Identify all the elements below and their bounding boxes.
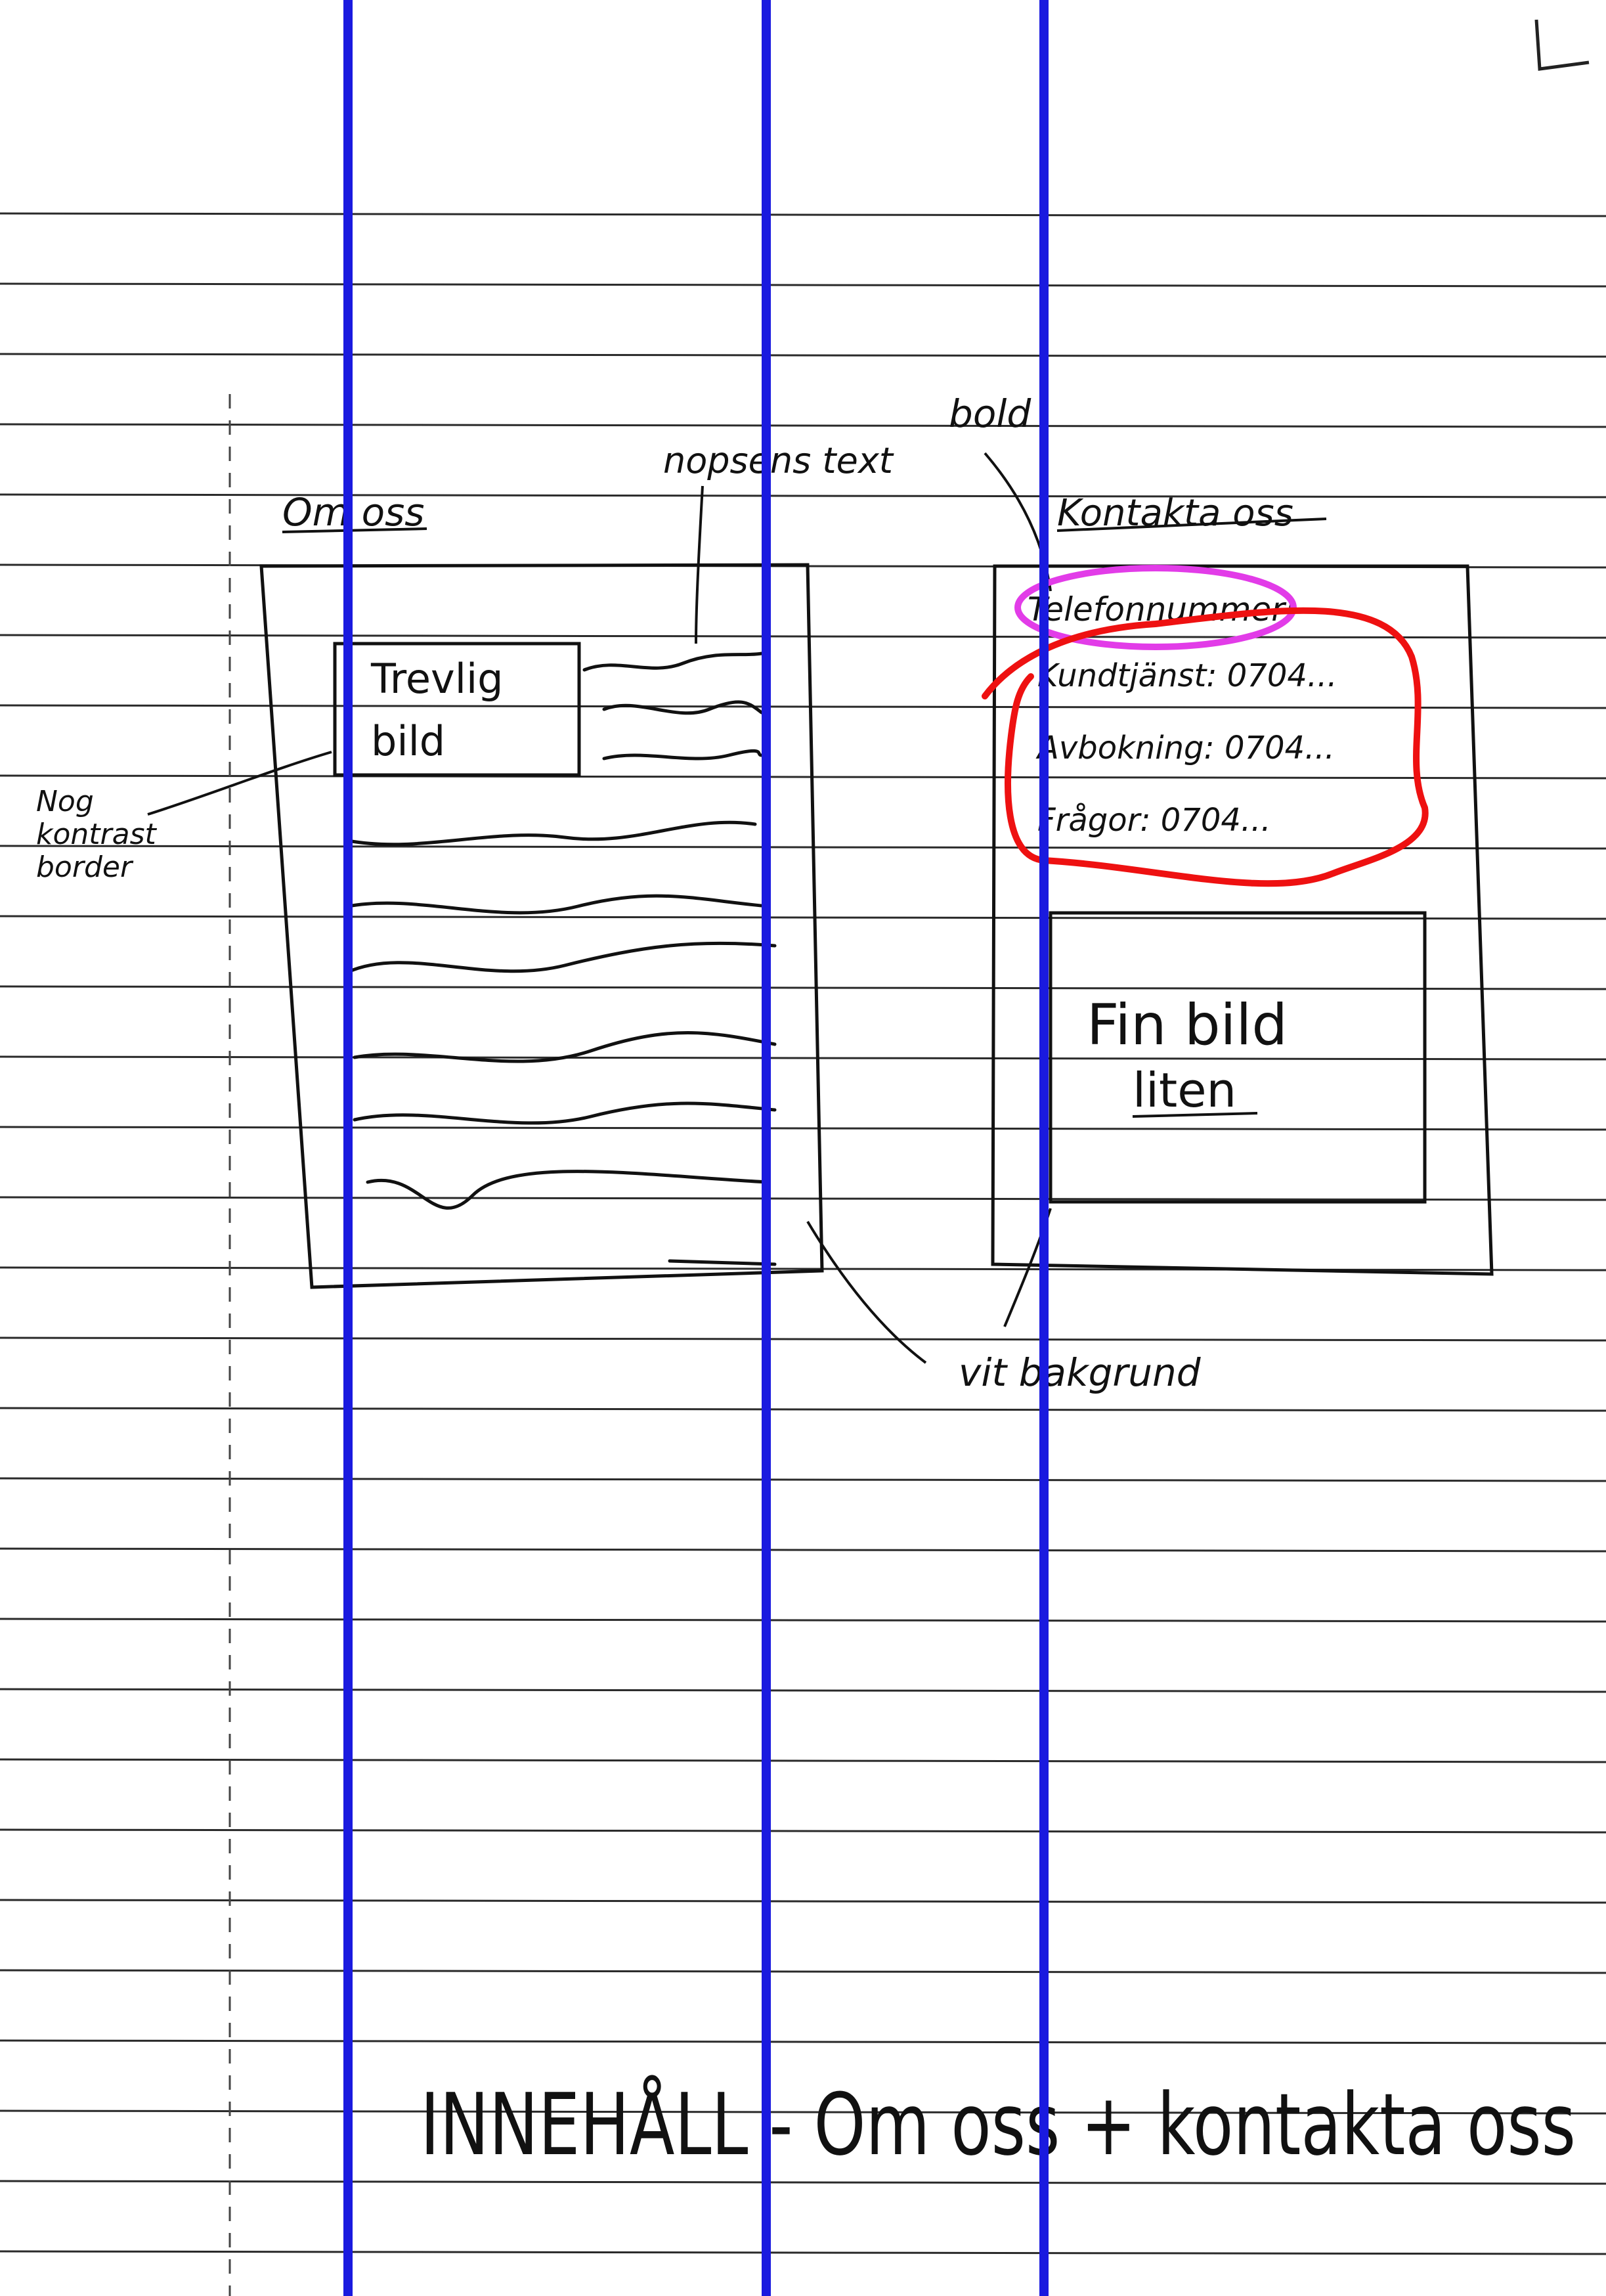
ruled-line <box>0 1688 1606 1693</box>
ruled-line <box>0 1196 1606 1201</box>
ruled-lines <box>0 212 1606 2255</box>
ruled-line <box>0 423 1606 428</box>
ruled-line <box>0 1899 1606 1904</box>
phone-row: Kundtjänst: 0704... <box>1037 657 1337 694</box>
ruled-line <box>0 1126 1606 1131</box>
phone-list: Kundtjänst: 0704... Avbokning: 0704... Frå… <box>1035 657 1337 839</box>
ruled-line <box>0 1547 1606 1553</box>
contact-image-box <box>1049 911 1427 1204</box>
note-background: vit bakgrund <box>959 1350 1202 1395</box>
contact-image-label-1: Fin bild <box>1087 992 1288 1058</box>
ruled-line <box>0 1266 1606 1271</box>
ruled-line <box>0 704 1606 709</box>
note-bold: bold <box>949 391 1031 436</box>
about-heading-underline <box>282 527 427 533</box>
note-border-line3: border <box>36 850 134 884</box>
contact-panel <box>991 564 1494 1276</box>
ruled-line <box>0 634 1606 639</box>
ruled-line <box>0 1336 1606 1342</box>
note-background-arrow-left <box>806 1220 927 1364</box>
about-heading: Om oss <box>282 490 425 535</box>
ruled-line <box>0 845 1606 850</box>
note-border-line1: Nog <box>36 785 94 818</box>
note-border-line2: kontrast <box>36 818 158 851</box>
about-image-label-1: Trevlig <box>370 655 504 703</box>
about-panel <box>259 563 824 1289</box>
note-placeholder-arrow <box>695 485 704 644</box>
contact-image-label-2: liten <box>1133 1063 1236 1118</box>
about-image-label-2: bild <box>371 717 445 765</box>
ruled-line <box>0 1055 1606 1061</box>
ruled-line <box>0 915 1606 920</box>
ruled-line <box>0 1477 1606 1482</box>
ruled-line <box>0 1407 1606 1412</box>
ruled-line <box>0 493 1606 498</box>
ruled-line <box>0 1828 1606 1834</box>
contact-image-label-underline <box>1132 1112 1258 1118</box>
ruled-line <box>0 2039 1606 2044</box>
note-placeholder-text: nopsens text <box>663 440 894 481</box>
ruled-line <box>0 282 1606 288</box>
phone-list-circle <box>982 607 1429 887</box>
ruled-line <box>0 1969 1606 1974</box>
corner-mark <box>1534 19 1590 71</box>
ruled-line <box>0 353 1606 358</box>
ruled-line <box>0 1758 1606 1763</box>
ruled-line <box>0 2250 1606 2255</box>
ruled-line <box>0 774 1606 780</box>
note-border-arrow <box>147 751 332 816</box>
ruled-line <box>0 2109 1606 2115</box>
about-image-box <box>333 642 581 777</box>
column-guides <box>343 0 1049 2296</box>
phone-row: Frågor: 0704... <box>1037 802 1271 839</box>
phone-row: Avbokning: 0704... <box>1035 730 1335 766</box>
footer-title: INNEHÅLL - Om oss + kontakta oss <box>420 2075 1576 2175</box>
ruled-line <box>0 985 1606 990</box>
ruled-line <box>0 1618 1606 1623</box>
contact-heading-underline <box>1056 518 1327 532</box>
contact-heading: Kontakta oss <box>1057 492 1293 535</box>
ruled-line <box>0 212 1606 217</box>
ruled-line <box>0 2180 1606 2185</box>
